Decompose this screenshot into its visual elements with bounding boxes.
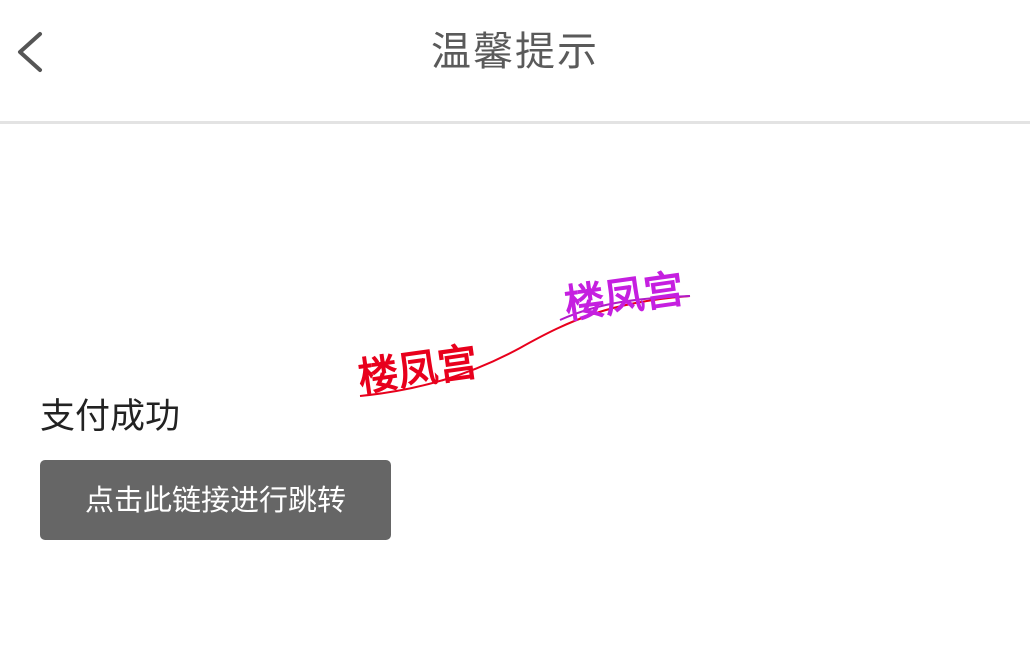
watermark-logo: 楼凤宫 楼凤宫 [350, 250, 700, 410]
watermark-curve [359, 295, 691, 397]
watermark-text-left: 楼凤宫 [355, 339, 480, 401]
header-bar: 温馨提示 [0, 0, 1030, 124]
chevron-left-icon [18, 32, 42, 72]
redirect-link-button[interactable]: 点击此链接进行跳转 [40, 460, 391, 540]
page-title: 温馨提示 [431, 29, 599, 75]
watermark-text-right: 楼凤宫 [562, 266, 687, 328]
back-button[interactable] [6, 20, 66, 84]
payment-status-text: 支付成功 [40, 397, 181, 437]
